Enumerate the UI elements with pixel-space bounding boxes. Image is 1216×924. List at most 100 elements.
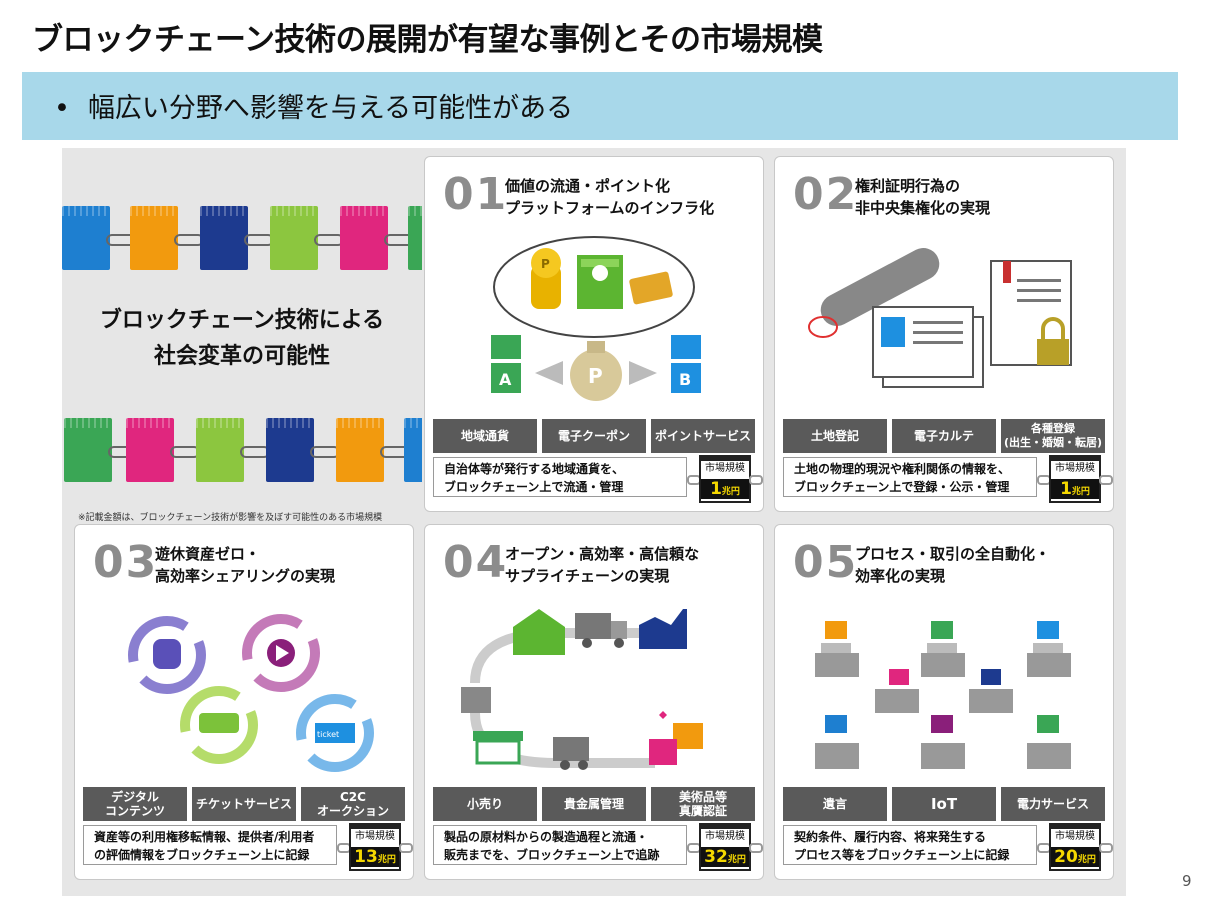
market-size-label: 市場規模	[1055, 463, 1095, 474]
chain-link-icon	[1099, 843, 1113, 853]
banknote-stack-icon	[577, 255, 623, 309]
tag-row: 土地登記 電子カルテ 各種登録 (出生・婚姻・転居)	[783, 419, 1105, 453]
case-description: 自治体等が発行する地域通貨を、 ブロックチェーン上で流通・管理	[433, 457, 687, 497]
market-size-label: 市場規模	[705, 463, 745, 474]
case-title: オープン・高効率・高信頼な サプライチェーンの実現	[505, 545, 700, 585]
case-card-05: 05 プロセス・取引の全自動化・ 効率化の実現	[774, 524, 1114, 880]
chain-link-icon	[749, 843, 763, 853]
tag-label: 遺言	[783, 787, 887, 821]
case-number: 02	[793, 169, 859, 220]
robot-workstation-icon	[1027, 621, 1071, 677]
store-icon	[473, 731, 523, 765]
tag-label: 電子クーポン	[542, 419, 646, 453]
market-size-value: 13兆円	[351, 847, 399, 867]
case-title: プロセス・取引の全自動化・ 効率化の実現	[855, 545, 1051, 585]
robot-workstation-icon	[815, 621, 859, 677]
case-number: 05	[793, 537, 859, 588]
chain-block	[340, 206, 388, 270]
tag-label: 貴金属管理	[542, 787, 646, 821]
truck-icon	[575, 613, 627, 648]
tag-label: 地域通貨	[433, 419, 537, 453]
case-title: 価値の流通・ポイント化 プラットフォームのインフラ化	[505, 177, 715, 217]
car-share-icon	[180, 686, 258, 764]
market-size-badge: 市場規模 13兆円	[337, 823, 413, 871]
headphone-user-icon	[128, 616, 206, 694]
case-description: 土地の物理的現況や権利関係の情報を、 ブロックチェーン上で登録・公示・管理	[783, 457, 1037, 497]
bullet: •	[54, 93, 70, 124]
market-size-badge: 市場規模 20兆円	[1037, 823, 1113, 871]
ticket-icon: ticket	[296, 694, 374, 772]
svg-text:ticket: ticket	[317, 730, 339, 739]
chain-block	[126, 418, 174, 482]
sharing-illustration: ticket	[128, 614, 374, 772]
case-card-04: 04 オープン・高効率・高信頼な サプライチェーンの実現	[424, 524, 764, 880]
video-play-icon	[242, 614, 320, 692]
chain-link-icon	[749, 475, 763, 485]
value-circulation-illustration: P A B	[491, 236, 701, 401]
chain-block	[408, 206, 422, 270]
tag-row: デジタル コンテンツ チケットサービス C2C オークション	[83, 787, 405, 821]
tag-row: 小売り 貴金属管理 美術品等 真贋認証	[433, 787, 755, 821]
case-card-03: 03 遊休資産ゼロ・ 高効率シェアリングの実現 ticket	[74, 524, 414, 880]
market-size-value: 32兆円	[701, 847, 749, 867]
intro-heading: ブロックチェーン技術による 社会変革の可能性	[62, 303, 422, 375]
tag-label: 電子カルテ	[892, 419, 996, 453]
tag-row: 地域通貨 電子クーポン ポイントサービス	[433, 419, 755, 453]
svg-text:P: P	[541, 257, 550, 271]
page-number: 9	[1182, 872, 1192, 890]
delivery-truck-icon	[461, 687, 491, 713]
chain-block	[200, 206, 248, 270]
chain-block	[62, 206, 110, 270]
chain-block	[130, 206, 178, 270]
tag-label: IoT	[892, 787, 996, 821]
robot-workstation-icon	[815, 715, 859, 769]
chain-block	[266, 418, 314, 482]
tag-label: 美術品等 真贋認証	[651, 787, 755, 821]
stamp-icon	[808, 247, 940, 338]
market-size-value: 1兆円	[1051, 479, 1099, 499]
robot-workstation-icon	[921, 715, 965, 769]
chain-block	[196, 418, 244, 482]
medical-record-icon	[872, 306, 984, 388]
tag-label: C2C オークション	[301, 787, 405, 821]
market-size-note: ※記載金額は、ブロックチェーン技術が影響を及ぼす可能性のある市場規模	[78, 513, 383, 523]
coin-stack-icon: P	[531, 248, 561, 309]
case-description: 資産等の利用権移転情報、提供者/利用者 の評価情報をブロックチェーン上に記録	[83, 825, 337, 865]
robot-workstation-icon	[921, 621, 965, 677]
case-number: 03	[93, 537, 159, 588]
market-size-label: 市場規模	[705, 831, 745, 842]
factory-icon	[639, 609, 687, 649]
market-size-badge: 市場規模 32兆円	[687, 823, 763, 871]
svg-text:A: A	[499, 370, 512, 389]
market-size-value: 1兆円	[701, 479, 749, 499]
money-bag-icon: P	[570, 341, 622, 401]
tag-label: 電力サービス	[1001, 787, 1105, 821]
subtitle-text: 幅広い分野へ影響を与える可能性がある	[87, 93, 574, 124]
rights-certification-illustration	[808, 247, 1072, 388]
robot-workstation-icon	[969, 669, 1013, 713]
intro-area: ブロックチェーン技術による 社会変革の可能性 ※記載金額は、ブロックチェーン技術…	[62, 148, 422, 523]
robot-workstation-icon	[1027, 715, 1071, 769]
point-card-icon	[629, 271, 673, 305]
arrow-left-icon	[535, 361, 563, 385]
case-number: 01	[443, 169, 509, 220]
customer-gift-icon	[649, 711, 703, 765]
tag-label: ポイントサービス	[651, 419, 755, 453]
chain-link-icon	[1099, 475, 1113, 485]
chain-link-icon	[399, 843, 413, 853]
case-description: 契約条件、履行内容、将来発生する プロセス等をブロックチェーン上に記録	[783, 825, 1037, 865]
case-description: 製品の原材料からの製造過程と流通・ 販売までを、ブロックチェーン上で追跡	[433, 825, 687, 865]
case-title: 遊休資産ゼロ・ 高効率シェアリングの実現	[155, 545, 336, 585]
robot-workstation-icon	[875, 669, 919, 713]
svg-text:B: B	[679, 370, 691, 389]
chain-block	[336, 418, 384, 482]
case-number: 04	[443, 537, 509, 588]
market-size-badge: 市場規模 1兆円	[1037, 455, 1113, 503]
case-title: 権利証明行為の 非中央集権化の実現	[855, 177, 991, 217]
intro-line-1: ブロックチェーン技術による	[99, 308, 385, 333]
user-b-icon: B	[671, 335, 701, 393]
arrow-right-icon	[629, 361, 657, 385]
warehouse-icon	[513, 609, 565, 655]
truck-icon	[553, 737, 589, 770]
case-card-01: 01 価値の流通・ポイント化 プラットフォームのインフラ化 P A	[424, 156, 764, 512]
